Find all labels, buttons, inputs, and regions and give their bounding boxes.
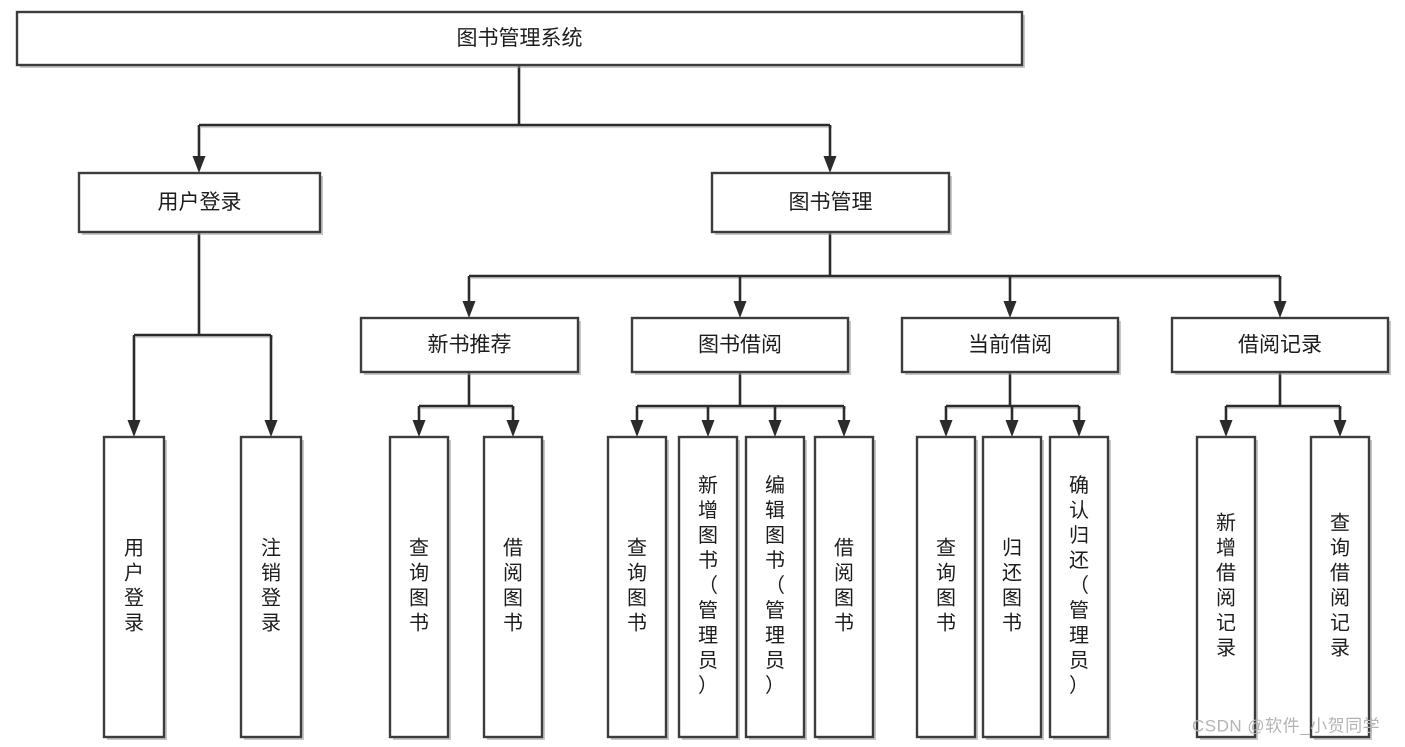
node-leaf-edit-book-admin[interactable]: 编辑图书（管理员） [744,435,807,740]
node-label: 借阅图书 [834,537,854,635]
node-borrow-record[interactable]: 借阅记录 [1170,316,1391,375]
node-leaf-borrow-book[interactable]: 借阅图书 [813,435,876,740]
node-label: 新书推荐 [428,334,512,357]
node-label: 新增图书（管理员） [698,474,718,697]
node-leaf-borrow-book-recommend[interactable]: 借阅图书 [482,435,545,740]
node-label: 借阅图书 [503,537,523,635]
node-label: 图书借阅 [698,334,782,357]
node-book-management[interactable]: 图书管理 [710,171,952,235]
node-label: 查询图书 [627,537,647,635]
connector-book-borrow-to-leaves [630,372,851,437]
connector-root-to-level1 [192,65,837,173]
csdn-watermark: CSDN @软件_小贺同学 [1192,716,1380,735]
node-user-login[interactable]: 用户登录 [77,171,323,235]
node-label: 用户登录 [124,538,144,635]
node-leaf-user-login[interactable]: 用户登录 [102,435,167,740]
node-layer: 图书管理系统用户登录图书管理新书推荐图书借阅当前借阅借阅记录用户登录注销登录查询… [15,10,1391,740]
node-label: 注销登录 [261,537,281,635]
node-label: 用户登录 [158,191,242,214]
connector-new-book-recommend-to-leaves [412,372,520,437]
node-leaf-query-book-current[interactable]: 查询图书 [915,435,978,740]
node-leaf-return-book[interactable]: 归还图书 [981,435,1044,740]
node-label: 借阅记录 [1238,334,1322,357]
node-leaf-add-borrow-record[interactable]: 新增借阅记录 [1195,435,1258,740]
connector-current-borrow-to-leaves [939,372,1086,437]
node-label: 查询借阅记录 [1330,512,1350,660]
node-new-book-recommend[interactable]: 新书推荐 [359,316,581,375]
node-leaf-query-book[interactable]: 查询图书 [606,435,669,740]
node-book-borrow[interactable]: 图书借阅 [630,316,851,375]
connector-borrow-record-to-leaves [1219,372,1347,437]
node-label: 图书管理系统 [457,27,583,50]
connector-book-management-to-level2 [462,232,1287,318]
node-leaf-logout[interactable]: 注销登录 [239,435,304,740]
node-label: 确认归还（管理员） [1069,474,1089,697]
node-root[interactable]: 图书管理系统 [15,10,1025,68]
node-leaf-confirm-return-admin[interactable]: 确认归还（管理员） [1048,435,1111,740]
node-label: 图书管理 [789,191,873,214]
connector-layer [127,65,1347,437]
node-label: 新增借阅记录 [1216,512,1236,660]
node-label: 编辑图书（管理员） [765,474,785,697]
node-label: 归还图书 [1002,537,1022,635]
node-current-borrow[interactable]: 当前借阅 [900,316,1121,375]
node-leaf-query-borrow-record[interactable]: 查询借阅记录 [1309,435,1372,740]
node-label: 查询图书 [936,537,956,635]
node-leaf-query-book-recommend[interactable]: 查询图书 [388,435,451,740]
node-leaf-add-book-admin[interactable]: 新增图书（管理员） [677,435,740,740]
node-label: 当前借阅 [968,334,1052,357]
node-label: 查询图书 [409,537,429,635]
connector-user-login-to-leaves [127,232,278,437]
